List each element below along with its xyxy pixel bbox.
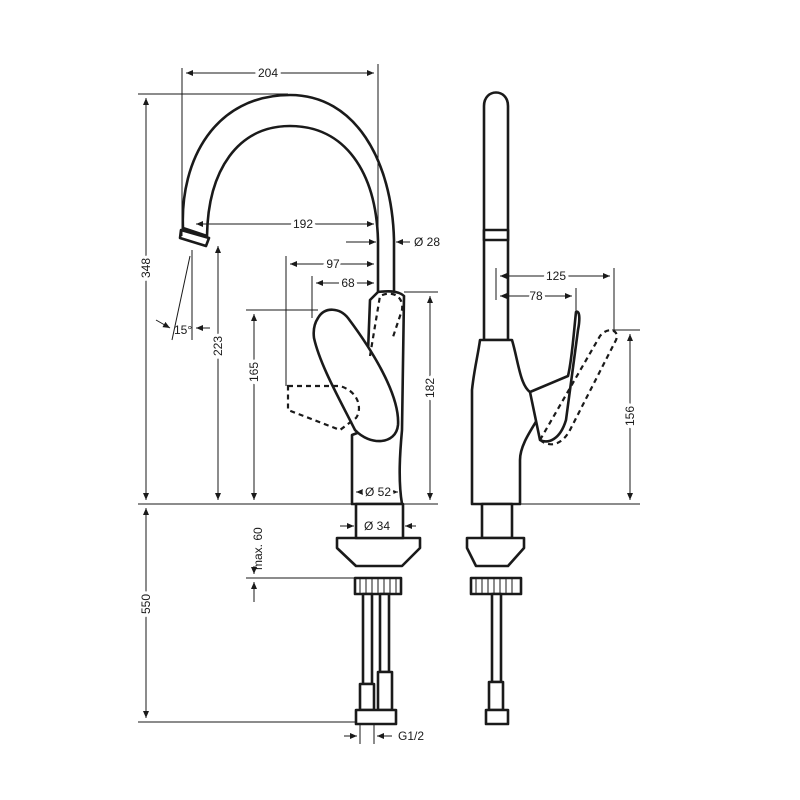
front-view: 204 192 Ø 28 97 68 3 xyxy=(136,63,440,744)
dim-156: 156 xyxy=(520,329,640,505)
dim-78: 78 xyxy=(500,286,577,312)
dim-d34-label: Ø 34 xyxy=(364,519,390,533)
dim-223: 223 xyxy=(208,246,228,500)
dim-78-label: 78 xyxy=(529,289,543,303)
dim-68-label: 68 xyxy=(341,276,355,290)
side-lever-alt-position xyxy=(538,329,618,446)
dim-223-label: 223 xyxy=(211,336,225,356)
dim-550: 550 xyxy=(136,508,356,723)
dim-348-label: 348 xyxy=(139,258,153,278)
dim-angle-15-label: 15° xyxy=(174,323,192,337)
dim-550-label: 550 xyxy=(139,594,153,614)
dim-97-label: 97 xyxy=(326,257,340,271)
dim-156-label: 156 xyxy=(623,406,637,426)
aerator xyxy=(178,228,211,248)
dim-182: 182 xyxy=(402,291,440,505)
dim-192-label: 192 xyxy=(293,217,313,231)
dim-g12: G1/2 xyxy=(344,724,424,744)
dim-68: 68 xyxy=(311,273,374,318)
dim-192: 192 xyxy=(196,214,374,234)
dim-348: 348 xyxy=(136,93,360,505)
hoses xyxy=(354,592,398,726)
shank xyxy=(354,502,405,540)
dim-204-label: 204 xyxy=(258,66,278,80)
dim-d52-label: Ø 52 xyxy=(365,485,391,499)
side-aerator xyxy=(482,228,510,242)
dim-125: 125 xyxy=(495,266,615,330)
lever-alt-position xyxy=(286,384,360,432)
dim-d28-label: Ø 28 xyxy=(414,235,440,249)
side-body xyxy=(470,338,552,506)
dim-165-label: 165 xyxy=(247,362,261,382)
dim-182-label: 182 xyxy=(423,378,437,398)
side-lever xyxy=(528,310,581,443)
base-plate xyxy=(335,536,422,568)
lever xyxy=(312,308,400,443)
dim-97: 97 xyxy=(285,254,374,386)
dim-max60-label: max. 60 xyxy=(251,527,265,570)
side-view: 125 78 156 xyxy=(465,91,640,726)
dim-d34: Ø 34 xyxy=(340,519,416,533)
side-spout xyxy=(482,91,510,342)
dim-max60: max. 60 xyxy=(246,527,355,602)
dim-d52: Ø 52 xyxy=(356,482,398,502)
dim-g12-label: G1/2 xyxy=(398,729,424,743)
spout xyxy=(181,93,396,294)
dim-angle-15: 15° xyxy=(155,250,210,341)
dim-165: 165 xyxy=(244,309,318,500)
dim-125-label: 125 xyxy=(546,269,566,283)
dim-d28: Ø 28 xyxy=(346,235,440,249)
dim-204: 204 xyxy=(181,63,379,292)
